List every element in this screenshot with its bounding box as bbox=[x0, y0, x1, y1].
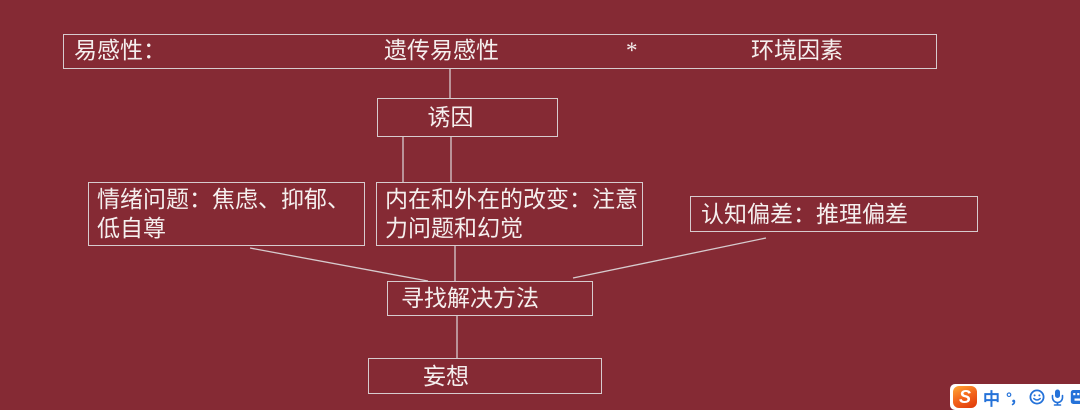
delusion-box: 妄想 bbox=[368, 358, 602, 394]
environment-factor-label: 环境因素 bbox=[751, 38, 843, 63]
keyboard-icon[interactable] bbox=[1070, 389, 1080, 405]
susceptibility-label: 易感性： bbox=[74, 38, 166, 63]
smiley-icon[interactable] bbox=[1029, 389, 1045, 405]
punctuation-indicator[interactable]: °， bbox=[1006, 389, 1025, 407]
susceptibility-box: 易感性： 遗传易感性 * 环境因素 bbox=[63, 34, 937, 69]
chinese-mode-indicator[interactable]: 中 bbox=[983, 389, 1000, 409]
genetic-susceptibility-label: 遗传易感性 bbox=[384, 38, 499, 63]
emotion-problems-label: 情绪问题：焦虑、抑郁、低自尊 bbox=[97, 187, 350, 241]
ime-toolbar[interactable]: S 中 °， bbox=[950, 384, 1080, 410]
microphone-icon[interactable] bbox=[1051, 389, 1064, 406]
multiply-operator: * bbox=[626, 38, 638, 63]
trigger-label: 诱因 bbox=[427, 105, 474, 130]
inner-outer-change-label: 内在和外在的改变：注意力问题和幻觉 bbox=[385, 187, 638, 241]
delusion-label: 妄想 bbox=[423, 363, 469, 389]
sogou-logo-letter: S bbox=[958, 386, 971, 407]
connector-emotion-to-solution bbox=[249, 247, 429, 282]
trigger-box: 诱因 bbox=[377, 98, 558, 137]
solution-box: 寻找解决方法 bbox=[387, 281, 593, 316]
cognitive-bias-box: 认知偏差：推理偏差 bbox=[690, 196, 978, 232]
inner-outer-change-box: 内在和外在的改变：注意力问题和幻觉 bbox=[376, 182, 643, 246]
emotion-problems-box: 情绪问题：焦虑、抑郁、低自尊 bbox=[88, 182, 365, 246]
solution-label: 寻找解决方法 bbox=[401, 286, 539, 311]
sogou-logo-icon[interactable]: S bbox=[953, 386, 977, 408]
cognitive-bias-label: 认知偏差：推理偏差 bbox=[701, 201, 908, 227]
